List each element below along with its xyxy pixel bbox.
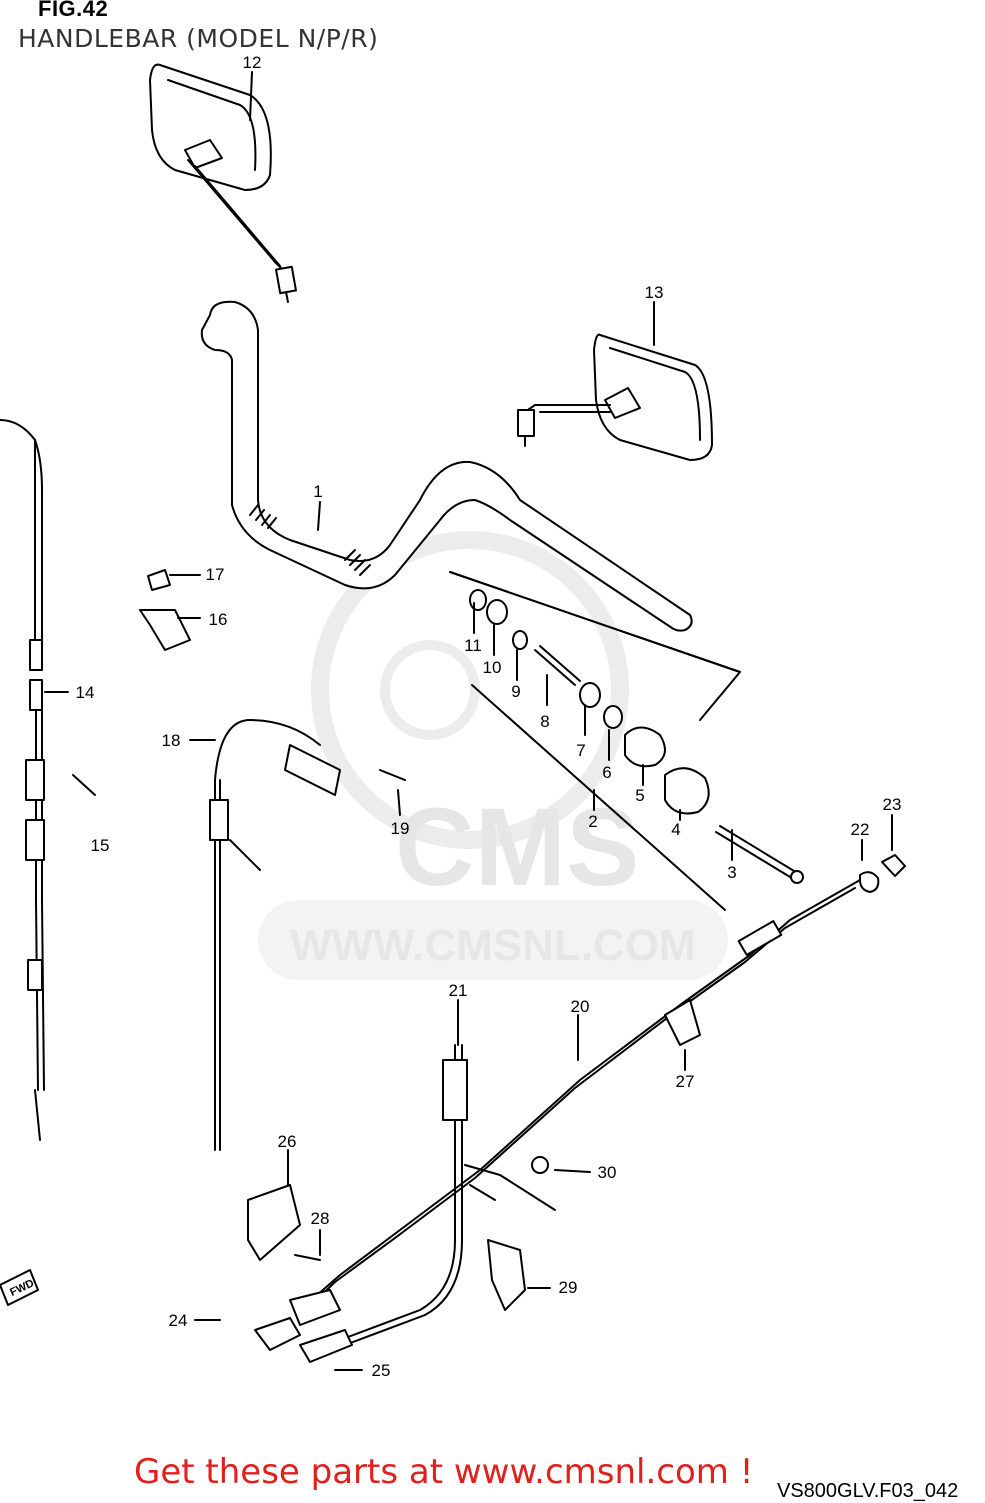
part-number-15: 15 bbox=[91, 836, 110, 855]
balancer-parts bbox=[469, 589, 906, 893]
mirror-right bbox=[517, 333, 713, 461]
part-callouts: 1234567891011121314151617181920212223242… bbox=[76, 53, 902, 1380]
part-number-11: 11 bbox=[464, 636, 482, 655]
part-number-13: 13 bbox=[645, 283, 664, 302]
part-number-29: 29 bbox=[559, 1278, 578, 1297]
part-number-2: 2 bbox=[588, 812, 597, 831]
part-number-3: 3 bbox=[727, 863, 736, 882]
brake-cables bbox=[254, 879, 861, 1363]
switch-wire bbox=[209, 719, 406, 1151]
part-number-16: 16 bbox=[209, 610, 228, 629]
diagram-subtitle: HANDLEBAR (MODEL N/P/R) bbox=[18, 24, 379, 53]
handlebar bbox=[200, 300, 693, 632]
fwd-arrow-icon bbox=[0, 1269, 39, 1306]
part-number-10: 10 bbox=[483, 658, 502, 677]
part-number-4: 4 bbox=[671, 820, 680, 839]
part-number-12: 12 bbox=[243, 53, 262, 72]
cable-left bbox=[0, 419, 45, 1141]
part-number-20: 20 bbox=[571, 997, 590, 1016]
part-number-21: 21 bbox=[449, 981, 468, 1000]
promo-link[interactable]: Get these parts at www.cmsnl.com ! bbox=[134, 1452, 754, 1492]
part-number-8: 8 bbox=[540, 712, 549, 731]
part-number-7: 7 bbox=[576, 741, 585, 760]
clamp-parts bbox=[139, 569, 191, 651]
mirror-left bbox=[149, 63, 297, 303]
clamp-brackets bbox=[247, 999, 701, 1311]
part-number-14: 14 bbox=[76, 683, 95, 702]
part-number-24: 24 bbox=[169, 1311, 188, 1330]
part-number-25: 25 bbox=[372, 1361, 391, 1380]
part-number-1: 1 bbox=[313, 482, 322, 501]
leader-lines bbox=[44, 71, 893, 1371]
part-number-30: 30 bbox=[598, 1163, 617, 1182]
part-number-27: 27 bbox=[676, 1072, 695, 1091]
part-number-9: 9 bbox=[511, 682, 520, 701]
part-number-22: 22 bbox=[851, 820, 870, 839]
watermark-url-text: WWW.CMSNL.COM bbox=[290, 921, 696, 970]
part-number-28: 28 bbox=[311, 1209, 330, 1228]
figure-label: FIG.42 bbox=[38, 0, 109, 21]
part-number-19: 19 bbox=[391, 819, 410, 838]
diagram-code: VS800GLV.F03_042 bbox=[777, 1480, 959, 1502]
balancer-set-leaders bbox=[449, 571, 741, 911]
part-number-23: 23 bbox=[883, 795, 902, 814]
watermark-logo-text: CMS bbox=[395, 786, 639, 909]
part-number-26: 26 bbox=[278, 1132, 297, 1151]
part-number-6: 6 bbox=[602, 763, 611, 782]
part-number-18: 18 bbox=[162, 731, 181, 750]
watermark: CMS WWW.CMSNL.COM bbox=[258, 531, 728, 980]
part-number-5: 5 bbox=[635, 786, 644, 805]
part-number-17: 17 bbox=[206, 565, 225, 584]
